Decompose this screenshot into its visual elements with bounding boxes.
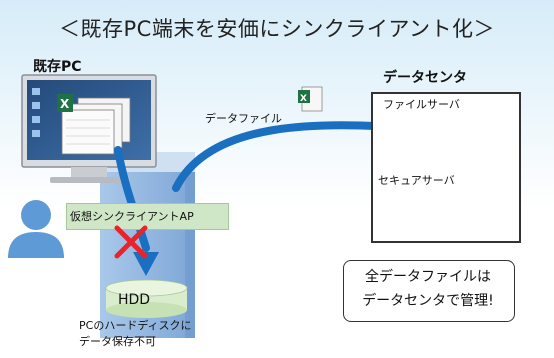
user-icon [8,200,64,258]
no-store-note: PCのハードディスクに データ保存不可 [79,318,192,350]
thin-client-app-bar [66,203,229,230]
callout-line: 全データファイルは [365,269,491,285]
save-arrow-head [133,252,159,276]
svg-text:X: X [60,97,70,111]
secure-server-label: セキュアサーバ [378,174,455,187]
thin-client-app-label: 仮想シンクライアントAP [70,210,194,223]
hdd-label: HDD [118,292,151,308]
callout-text: 全データファイルは データセンタで管理! [343,265,513,313]
callout-box [343,260,515,322]
excel-file-icon: X [57,94,73,112]
hdd-cylinder-icon [105,279,188,318]
no-store-note-line: データ保存不可 [79,335,156,348]
data-file-label: データファイル [205,112,282,125]
callout-line: データセンタで管理! [362,293,494,309]
no-store-note-line: PCのハードディスクに [79,319,192,332]
existing-pc-label: 既存PC [33,59,82,75]
save-arrow [114,146,150,252]
datacenter-box [371,92,521,243]
datacenter-label: データセンタ [383,70,467,86]
svg-text:X: X [300,94,307,104]
file-server-label: ファイルサーバ [383,98,460,111]
excel-file-icon: X [298,86,323,112]
monitor-icon [21,74,157,183]
cross-mark-icon [114,225,148,259]
page-title: ＜既存PC端末を安価にシンクライアント化＞ [59,17,495,41]
